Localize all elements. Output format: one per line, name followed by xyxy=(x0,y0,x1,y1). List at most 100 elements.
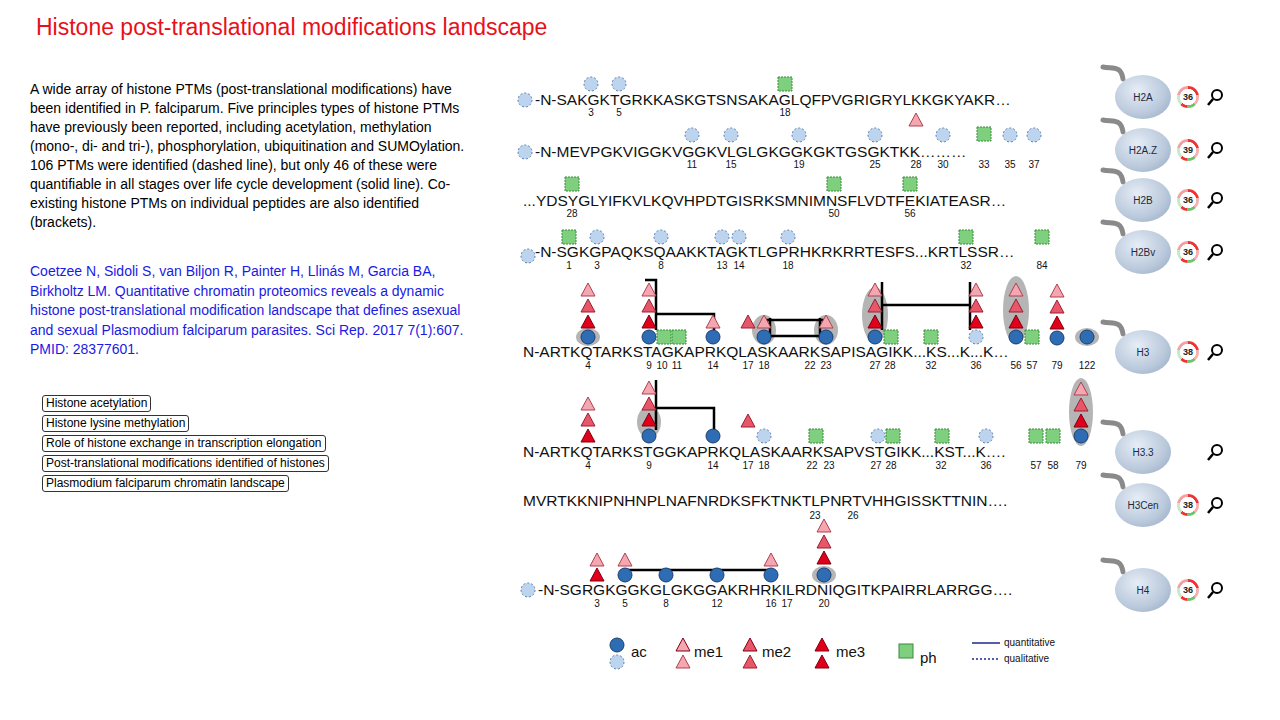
co-existence-bracket xyxy=(764,318,826,338)
co-mark-halo xyxy=(1069,378,1093,446)
ptm-mark xyxy=(1046,429,1060,443)
ptm-mark xyxy=(642,330,656,344)
ptm-mark xyxy=(1009,283,1023,296)
residue-number: 28 xyxy=(884,360,895,372)
ptm-mark xyxy=(706,429,720,443)
page-title: Histone post-translational modifications… xyxy=(36,14,547,41)
ptm-mark xyxy=(618,568,632,582)
ptm-mark xyxy=(581,315,595,328)
residue-number: 12 xyxy=(711,598,722,610)
residue-number: 23 xyxy=(820,360,831,372)
residue-number: 13 xyxy=(716,260,727,272)
magnifier-icon xyxy=(1208,90,1222,105)
magnifier-icon xyxy=(1208,245,1222,260)
magnifier-icon xyxy=(1208,193,1222,208)
co-mark-halo xyxy=(1075,328,1099,346)
ptm-mark xyxy=(1035,230,1049,244)
ptm-mark xyxy=(590,568,604,581)
ptm-mark xyxy=(724,128,738,142)
nucleosome-shape: H2B xyxy=(1115,178,1171,222)
ptm-mark xyxy=(935,429,949,443)
ptm-mark xyxy=(1027,128,1041,142)
ptm-mark xyxy=(936,128,950,142)
ptm-mark xyxy=(581,283,595,296)
residue-number: 18 xyxy=(758,360,769,372)
legend-swatch xyxy=(971,651,1001,667)
residue-number: 58 xyxy=(1047,460,1058,472)
node-text: 36 xyxy=(1183,585,1193,595)
ptm-mark xyxy=(581,299,595,312)
ptm-mark xyxy=(581,330,595,344)
ptm-mark xyxy=(977,127,991,141)
residue-number: 30 xyxy=(937,159,948,171)
ptm-mark xyxy=(1009,330,1023,344)
ptm-mark xyxy=(581,413,595,426)
ptm-mark xyxy=(757,429,771,443)
legend-shape xyxy=(610,638,624,652)
residue-number: 32 xyxy=(935,460,946,472)
residue-number: 8 xyxy=(663,598,669,610)
co-existence-bracket xyxy=(645,280,714,330)
residue-number: 22 xyxy=(806,460,817,472)
ptm-mark xyxy=(868,315,882,328)
residue-number: 11 xyxy=(687,159,697,171)
legend-shape xyxy=(676,638,690,651)
ptm-mark xyxy=(1074,398,1088,411)
ptm-mark xyxy=(1074,414,1088,427)
residue-number: 18 xyxy=(758,460,769,472)
ptm-mark xyxy=(562,230,576,244)
magnifier-icon xyxy=(1208,445,1222,460)
description-text: A wide array of histone PTMs (post-trans… xyxy=(30,80,480,232)
ptm-mark xyxy=(518,93,532,107)
node-text: Plasmodium falciparum chromatin landscap… xyxy=(46,476,285,490)
node-text: 36 xyxy=(1183,247,1193,257)
link-button: Histone lysine methylation xyxy=(42,415,189,432)
histone-tail xyxy=(1103,475,1123,487)
ptm-mark xyxy=(642,299,656,312)
ptm-mark xyxy=(886,429,900,443)
magnifier-icon xyxy=(1208,583,1222,598)
ptm-mark xyxy=(979,429,993,443)
ptm-mark xyxy=(778,77,792,91)
ptm-mark xyxy=(819,315,833,328)
ptm-mark xyxy=(1009,315,1023,328)
ptm-mark xyxy=(868,330,882,344)
ptm-mark xyxy=(868,299,882,312)
link-button: Plasmodium falciparum chromatin landscap… xyxy=(42,475,289,492)
ptm-mark xyxy=(868,128,882,142)
residue-number: 25 xyxy=(869,159,880,171)
legend-text: quantitative xyxy=(1004,637,1055,649)
ptm-mark xyxy=(1029,429,1043,443)
ptm-mark xyxy=(959,230,973,244)
residue-number: 5 xyxy=(616,107,622,119)
residue-number: 56 xyxy=(904,208,915,220)
ptm-mark xyxy=(581,429,595,442)
residue-number: 4 xyxy=(585,460,591,472)
legend-sample xyxy=(676,655,690,668)
ptm-mark xyxy=(710,568,724,582)
ptm-mark xyxy=(642,397,656,410)
nucleosome-shape: H2Bv xyxy=(1115,230,1171,274)
ptm-mark xyxy=(657,330,671,344)
residue-number: 32 xyxy=(925,360,936,372)
ptm-mark xyxy=(1003,128,1017,142)
legend-sample xyxy=(743,655,757,668)
ptm-mark xyxy=(642,381,656,394)
node-text: Histone lysine methylation xyxy=(46,416,185,430)
legend-text: me2 xyxy=(762,644,791,660)
node-text: 36 xyxy=(1183,195,1193,205)
nucleosome-shape: H3Cen xyxy=(1115,483,1171,527)
ptm-mark xyxy=(518,145,532,159)
ptm-count-ring: 39 xyxy=(1177,139,1199,161)
residue-number: 14 xyxy=(707,360,718,372)
ptm-count-ring: 38 xyxy=(1177,494,1199,516)
nucleosome-shape: H3.3 xyxy=(1115,430,1171,474)
ptm-mark xyxy=(817,535,831,548)
ptm-mark xyxy=(871,429,885,443)
nucleosome-shape: H3 xyxy=(1115,330,1171,374)
legend-swatch xyxy=(742,637,758,653)
ptm-mark xyxy=(924,330,938,344)
ptm-mark xyxy=(581,397,595,410)
ptm-mark xyxy=(819,330,833,344)
magnifier-icon xyxy=(1208,143,1222,158)
